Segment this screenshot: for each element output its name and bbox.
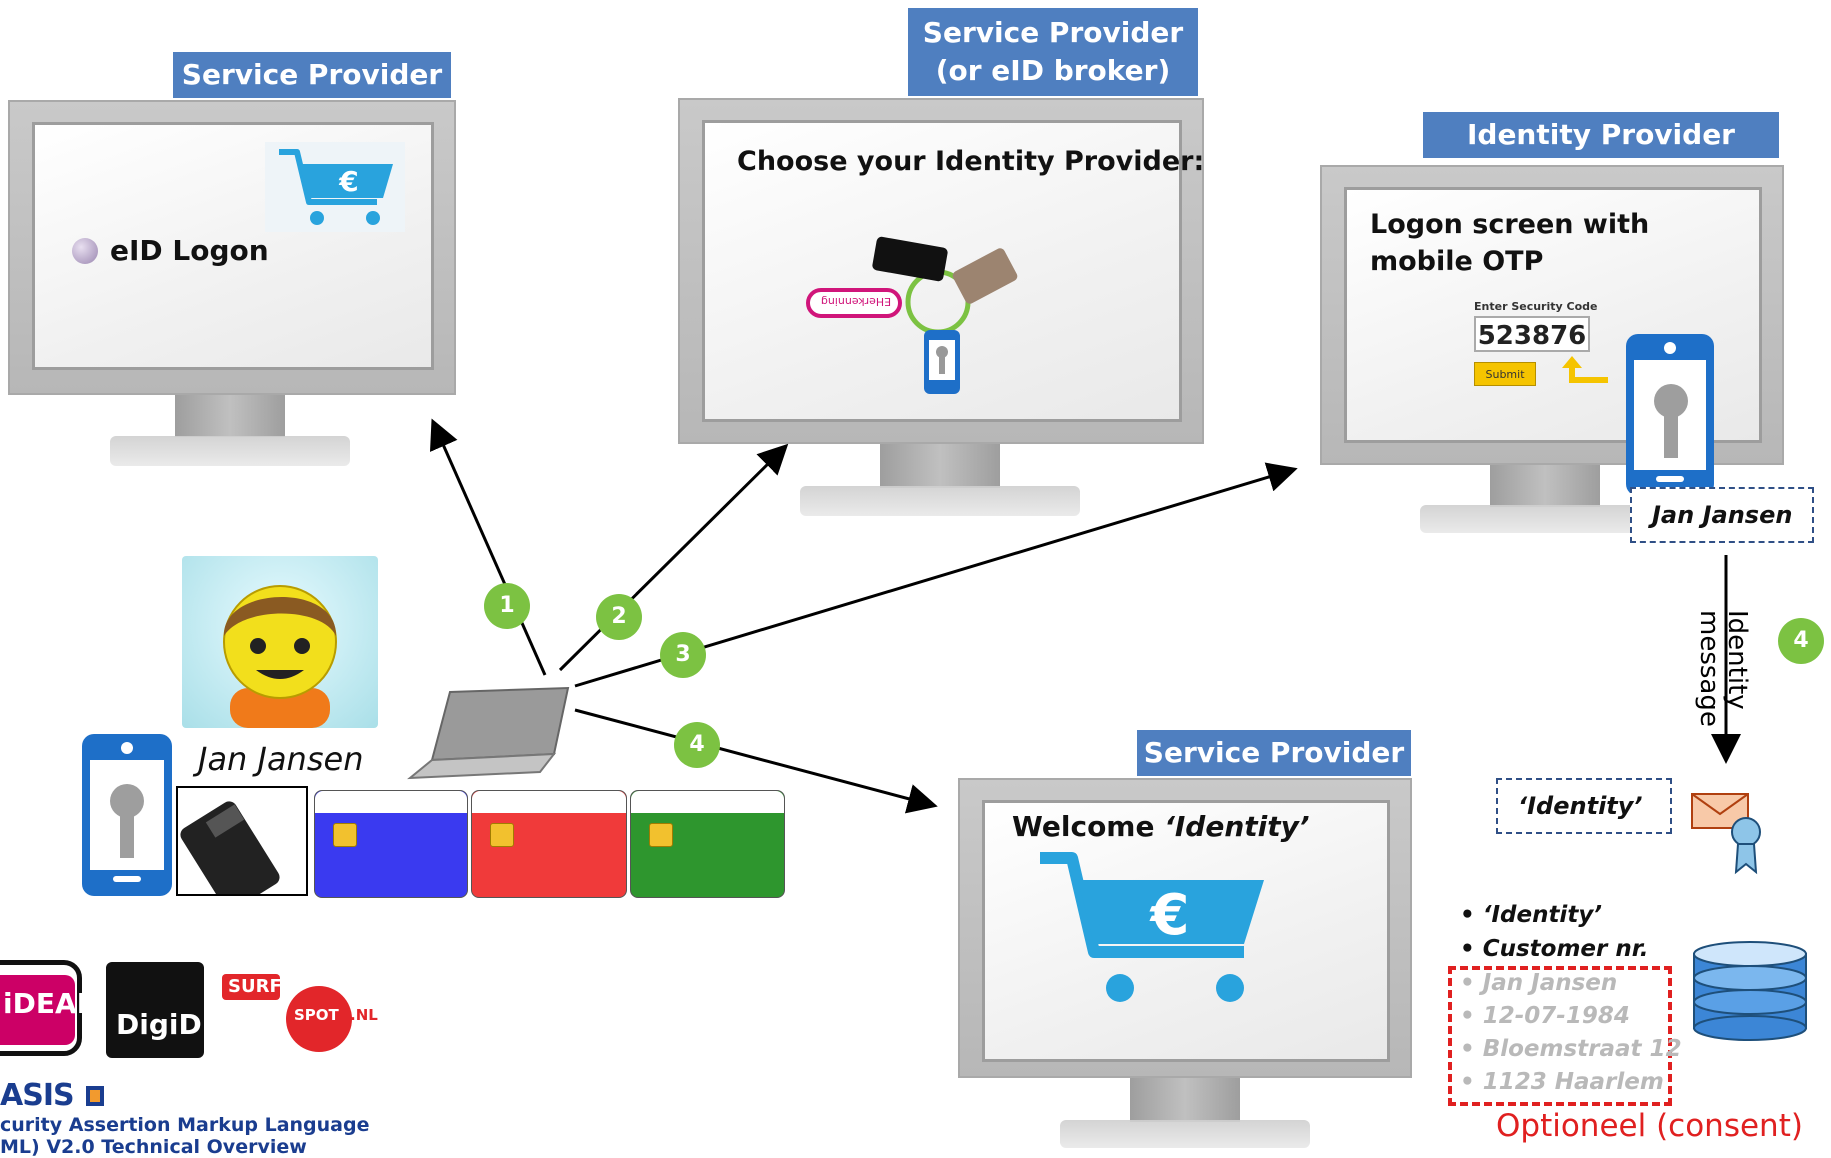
- attribute-identity: • ‘Identity’: [1460, 902, 1603, 928]
- user-name: Jan Jansen: [198, 740, 364, 778]
- otp-caption: Enter Security Code: [1474, 300, 1598, 313]
- otp-code-input[interactable]: 523876: [1474, 316, 1590, 352]
- monitor-center-stand: [880, 444, 1000, 488]
- idp-title-line1: Logon screen with: [1370, 209, 1650, 240]
- oasis-text: ASIS: [0, 1078, 75, 1113]
- identity-message-line2: message: [1694, 610, 1724, 727]
- ideal-logo-text: iDEAL: [3, 987, 95, 1020]
- identity-token-text: ‘Identity’: [1518, 792, 1643, 820]
- nl-text: .NL: [350, 1006, 378, 1024]
- identity-message-line1: Identity: [1722, 610, 1752, 710]
- monitor-center-base: [800, 486, 1080, 516]
- idp-user-name-box: Jan Jansen: [1630, 487, 1814, 543]
- svg-text:€: €: [338, 165, 358, 198]
- step-badge-1: 1: [484, 583, 530, 629]
- radio-bullet-icon[interactable]: [72, 238, 98, 264]
- arrow-hint-icon: [1550, 356, 1610, 392]
- oasis-line2: ML) V2.0 Technical Overview: [0, 1136, 307, 1158]
- arrow-step-4: [574, 708, 938, 814]
- label-center-line2: (or eID broker): [935, 54, 1171, 87]
- keyring-icon[interactable]: EHerkenning: [806, 232, 1022, 402]
- idp-title-line2: mobile OTP: [1370, 246, 1544, 277]
- optional-attr-city: • 1123 Haarlem: [1460, 1069, 1664, 1095]
- label-service-provider-bottom: Service Provider: [1137, 730, 1411, 776]
- label-center-line1: Service Provider: [922, 16, 1184, 49]
- optional-attr-birthdate: • 12-07-1984: [1460, 1003, 1630, 1029]
- optional-attr-street: • Bloemstraat 12: [1460, 1036, 1682, 1062]
- cart-icon-large: €: [1030, 840, 1270, 1010]
- spot-text: SPOT: [294, 1006, 339, 1024]
- oasis-line1: curity Assertion Markup Language: [0, 1114, 370, 1136]
- monitor-identity-provider: [1320, 165, 1784, 465]
- laptop-icon[interactable]: [402, 686, 572, 782]
- mobile-key-icon-user: [82, 734, 172, 896]
- optional-attributes-box: [1448, 966, 1672, 1106]
- otp-submit-button[interactable]: Submit: [1474, 362, 1536, 386]
- choose-idp-title: Choose your Identity Provider:: [737, 146, 1205, 177]
- step-badge-4-right: 4: [1778, 618, 1824, 664]
- optional-attr-name: • Jan Jansen: [1460, 970, 1618, 996]
- eid-logon-label[interactable]: eID Logon: [110, 234, 269, 267]
- arrow-step-1: [429, 418, 547, 676]
- digid-logo-text: DigiD: [116, 1008, 202, 1041]
- monitor-left-stand: [175, 395, 285, 437]
- svg-text:€: €: [1149, 883, 1190, 948]
- arrow-step-2: [558, 443, 789, 672]
- welcome-prefix: Welcome: [1012, 810, 1165, 843]
- label-service-provider-left: Service Provider: [173, 52, 451, 98]
- smartcard-blue: [314, 790, 468, 898]
- database-icon: [1692, 940, 1808, 1042]
- surfspot-logo: SURF SPOT .NL: [222, 966, 382, 1052]
- step-badge-2: 2: [596, 594, 642, 640]
- ideal-logo: iDEAL: [0, 960, 94, 1056]
- surf-text: SURF: [228, 976, 282, 997]
- step-badge-4: 4: [674, 722, 720, 768]
- monitor-bottom-stand: [1130, 1078, 1240, 1122]
- optional-consent-caption: Optioneel (consent): [1496, 1108, 1803, 1144]
- token-reader-icon: [176, 786, 308, 911]
- label-service-provider-center: Service Provider (or eID broker): [908, 8, 1198, 96]
- digid-logo: DigiD: [106, 962, 204, 1058]
- label-identity-provider: Identity Provider: [1423, 112, 1779, 158]
- monitor-bottom-base: [1060, 1120, 1310, 1148]
- identity-token-box: ‘Identity’: [1496, 778, 1672, 834]
- cart-icon: €: [265, 142, 405, 232]
- monitor-idp-stand: [1490, 465, 1600, 507]
- attribute-customer-nr: • Customer nr.: [1460, 936, 1649, 962]
- welcome-identity: ‘Identity’: [1164, 810, 1310, 843]
- monitor-idp-base: [1420, 505, 1660, 533]
- identity-message-label: Identity message: [1688, 610, 1778, 730]
- smartcard-green: [630, 790, 785, 898]
- welcome-text: Welcome ‘Identity’: [1012, 808, 1310, 845]
- mobile-key-icon-idp: [1626, 334, 1714, 496]
- idp-user-name: Jan Jansen: [1652, 501, 1793, 529]
- smartcard-red: [471, 790, 627, 898]
- oasis-logo: ASIS curity Assertion Markup Language ML…: [0, 1078, 370, 1158]
- step-badge-3: 3: [660, 632, 706, 678]
- monitor-left-base: [110, 436, 350, 466]
- avatar: [182, 556, 378, 728]
- envelope-certificate-icon: [1690, 792, 1770, 876]
